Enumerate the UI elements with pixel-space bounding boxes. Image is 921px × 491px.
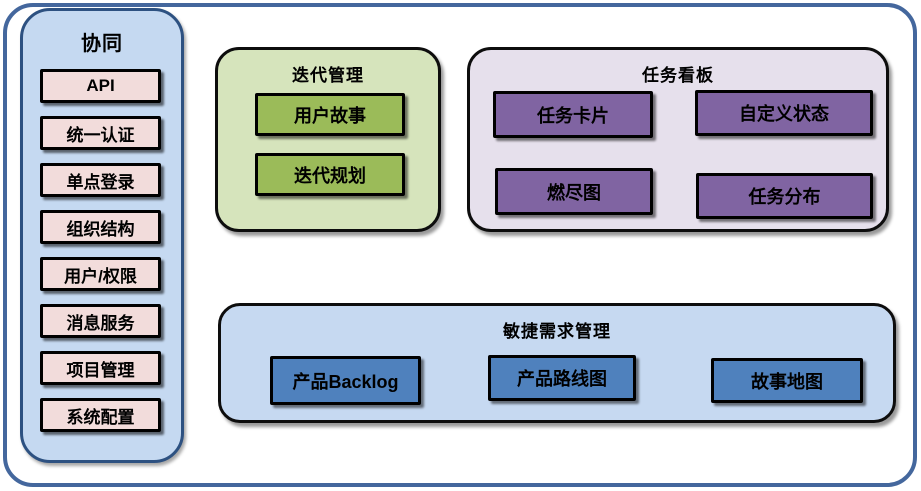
sidebar-item-message-service: 消息服务 xyxy=(40,304,161,338)
panel-task-kanban: 任务看板 任务卡片 自定义状态 燃尽图 任务分布 xyxy=(467,47,889,232)
sidebar-item-system-config: 系统配置 xyxy=(40,398,161,432)
sidebar-item-list: API 统一认证 单点登录 组织结构 用户/权限 消息服务 项目管理 系统配置 xyxy=(23,56,181,432)
node-custom-status: 自定义状态 xyxy=(695,90,873,136)
node-burndown-chart: 燃尽图 xyxy=(495,168,653,215)
panel-agile-title: 敏捷需求管理 xyxy=(503,322,611,341)
node-product-roadmap: 产品路线图 xyxy=(488,355,636,401)
panel-kanban-title: 任务看板 xyxy=(642,66,714,85)
panel-iteration-management: 迭代管理 用户故事 迭代规划 xyxy=(215,47,441,232)
panel-agile-requirements: 敏捷需求管理 产品Backlog 产品路线图 故事地图 xyxy=(218,303,896,423)
sidebar-title: 协同 xyxy=(81,33,123,55)
node-user-story: 用户故事 xyxy=(255,93,405,136)
sidebar-collaboration-group: 协同 API 统一认证 单点登录 组织结构 用户/权限 消息服务 项目管理 系统… xyxy=(20,8,184,463)
sidebar-item-unified-auth: 统一认证 xyxy=(40,116,161,150)
node-product-backlog: 产品Backlog xyxy=(270,356,421,405)
sidebar-item-project-mgmt: 项目管理 xyxy=(40,351,161,385)
sidebar-item-sso: 单点登录 xyxy=(40,163,161,197)
node-task-distribution: 任务分布 xyxy=(696,173,873,219)
node-iteration-planning: 迭代规划 xyxy=(255,153,405,196)
sidebar-item-user-perms: 用户/权限 xyxy=(40,257,161,291)
outer-frame xyxy=(3,3,917,487)
node-story-map: 故事地图 xyxy=(711,358,863,403)
panel-iteration-title: 迭代管理 xyxy=(292,66,364,85)
node-task-card: 任务卡片 xyxy=(493,91,653,138)
sidebar-item-org-structure: 组织结构 xyxy=(40,210,161,244)
sidebar-item-api: API xyxy=(40,69,161,103)
